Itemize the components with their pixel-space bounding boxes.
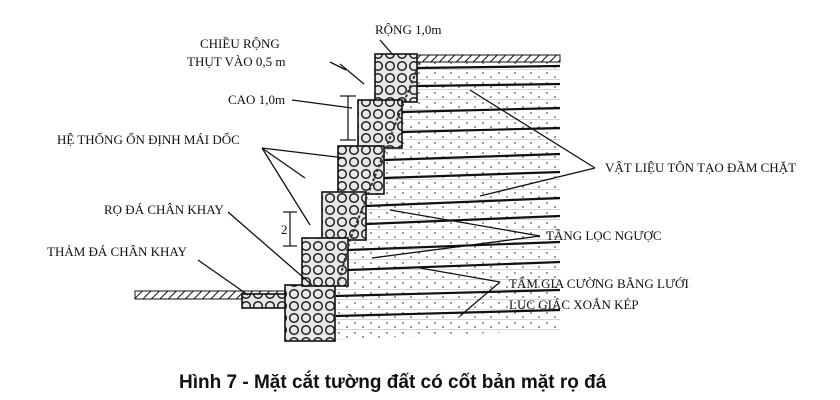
gabion-tier-1 xyxy=(374,53,418,103)
label-reinforcement-line1: TẤM GIA CƯỜNG BẰNG LƯỚI xyxy=(509,276,689,291)
gabion-tier-3 xyxy=(337,145,385,195)
label-height: CAO 1,0m xyxy=(228,92,285,107)
label-setback-line2: THỤT VÀO 0,5 m xyxy=(187,54,285,69)
label-width-top: RỘNG 1,0m xyxy=(375,22,441,37)
reinforcement-mesh xyxy=(335,64,561,318)
toe-gabion xyxy=(284,284,336,342)
figure-caption: Hình 7 - Mặt cắt tường đất có cốt bản mặ… xyxy=(179,371,607,393)
label-filter-layer: TẦNG LỌC NGƯỢC xyxy=(546,228,662,243)
label-toe-gabion: RỌ ĐÁ CHÂN KHAY xyxy=(104,202,224,217)
label-slope-stability: HỆ THỐNG ỔN ĐỊNH MÁI DỐC xyxy=(57,132,240,147)
leader-lines xyxy=(197,39,596,317)
dimension-marker-2: 2 xyxy=(281,222,288,237)
label-toe-mattress: THẢM ĐÁ CHÂN KHAY xyxy=(47,244,188,259)
filter-layer-line xyxy=(337,61,421,286)
label-fill-material: VẬT LIỆU TÔN TẠO ĐẦM CHẶT xyxy=(605,160,796,175)
dimension-marks xyxy=(283,63,365,247)
label-setback-line1: CHIỀU RỘNG xyxy=(200,36,280,51)
ground-hatch-top xyxy=(409,54,561,63)
gabion-tier-5 xyxy=(301,237,349,287)
label-reinforcement-line2: LỤC GIÁC XOẮN KÉP xyxy=(509,297,639,312)
